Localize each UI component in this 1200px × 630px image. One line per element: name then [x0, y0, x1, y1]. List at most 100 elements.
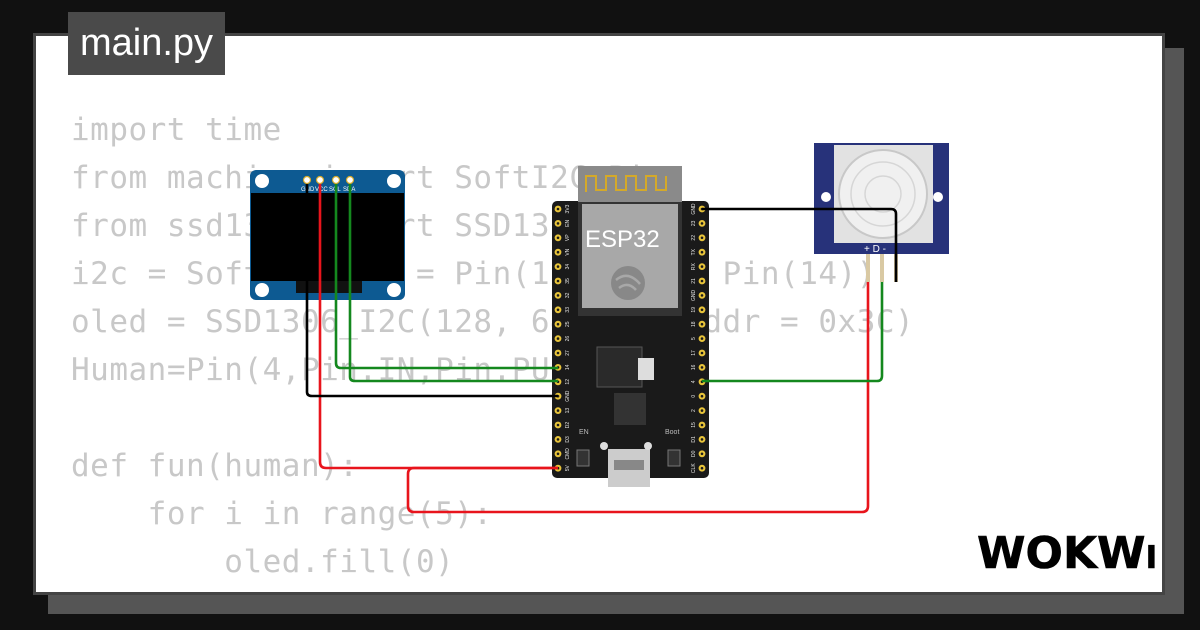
esp32-pin-label: 26: [565, 336, 571, 342]
esp32-pin-label: D3: [565, 436, 571, 443]
esp32-pin-label: TX: [691, 248, 697, 255]
esp32-pin-label: 16: [691, 364, 697, 370]
capacitor: [638, 358, 654, 380]
esp32-pin-hole: [700, 279, 704, 283]
oled-screen: [251, 193, 404, 281]
esp32-pin-label: 3V3: [565, 204, 571, 213]
pir-pin-d: [880, 254, 884, 282]
pir-mount-hole: [821, 192, 831, 202]
esp32-pin-label: 13: [565, 408, 571, 414]
wire-pir-gnd[interactable]: [702, 207, 898, 282]
esp32-pin-label: 25: [565, 321, 571, 327]
esp32-pin-hole: [700, 322, 704, 326]
esp32-pin-hole: [700, 250, 704, 254]
esp32-pin-hole: [556, 294, 560, 297]
esp32-pin-label: CLK: [691, 463, 697, 473]
esp32-pin-label: GND: [565, 390, 571, 402]
esp32-pin-hole: [700, 409, 704, 412]
voltage-regulator: [596, 346, 643, 388]
esp32-pin-label: VP: [565, 234, 571, 241]
esp32-pin-label: GND: [691, 289, 697, 301]
pir-dome-ring: [864, 175, 902, 213]
esp32-pin-hole: [556, 265, 560, 268]
file-tab[interactable]: main.py: [68, 12, 226, 75]
wire-oled-vcc[interactable]: [318, 180, 558, 470]
esp32-pin-label: 22: [691, 235, 697, 241]
oled-ribbon: [296, 281, 362, 293]
esp32-pin-label: 35: [565, 278, 571, 284]
esp32-pin-label: 18: [691, 321, 697, 327]
oled-pin-scl[interactable]: [331, 175, 341, 185]
esp32-pin-hole: [556, 409, 560, 412]
oled-pin-gnd[interactable]: [302, 175, 312, 185]
esp32-pin-hole: [556, 337, 560, 340]
esp32-pin-hole: [700, 366, 704, 369]
wires: [305, 180, 898, 514]
oled-pin-label-vcc: VCC: [315, 187, 328, 193]
esp32-pin-label: GND: [691, 203, 697, 215]
oled-mount-hole: [255, 174, 269, 188]
wire-oled-sda[interactable]: [348, 180, 558, 383]
esp32-pin-label: CMD: [565, 448, 571, 460]
oled-pin-vcc[interactable]: [315, 175, 325, 185]
code-line-5: oled = SSD1306_I2C(128, 64, i2c,addr = 0…: [71, 304, 915, 340]
esp32-pin-label: 33: [565, 307, 571, 313]
esp32-pin-label: 15: [691, 422, 697, 428]
pir-dome-ring: [850, 161, 916, 227]
esp32-pin-label: 5: [691, 337, 697, 340]
esp32-pin-hole: [556, 423, 560, 427]
esp32-pin-hole: [556, 351, 560, 355]
pir-mount-hole: [933, 192, 943, 202]
en-button[interactable]: [576, 449, 590, 467]
esp32-pin-hole: [700, 394, 704, 398]
esp32-pin-label: 34: [565, 264, 571, 270]
oled-mount-hole: [387, 174, 401, 188]
oled-pin-sda[interactable]: [345, 175, 355, 185]
esp32-pin-label: EN: [565, 220, 571, 227]
esp32-pin-label: 23: [691, 220, 697, 226]
esp32-pin-hole: [700, 466, 704, 470]
boot-button-label: Boot: [665, 429, 679, 436]
esp32-pin-hole: [556, 222, 560, 225]
esp32-pin-label: 27: [565, 350, 571, 356]
boot-button[interactable]: [667, 449, 681, 467]
esp32-pin-label: 0: [691, 395, 697, 398]
espressif-logo-mark: [615, 274, 641, 291]
esp32-pin-hole: [556, 279, 560, 283]
wokwi-logo: WOKWi: [977, 528, 1155, 580]
esp32-pin-label: 2: [691, 409, 697, 412]
oled-display[interactable]: GND VCC SCL SDA: [250, 170, 405, 300]
usb-mount: [600, 442, 608, 450]
esp32-board[interactable]: ESP32 EN Boot 3V3ENVPVN34353233252627141…: [552, 166, 709, 487]
oled-mount-hole: [387, 283, 401, 297]
wire-pir-vcc[interactable]: [406, 282, 870, 514]
esp32-pin-hole: [556, 308, 560, 312]
esp32-pin-hole: [556, 250, 560, 254]
wire-oled-gnd[interactable]: [305, 180, 558, 398]
esp32-pin-label: 12: [565, 379, 571, 385]
usb-mount: [644, 442, 652, 450]
wire-oled-scl[interactable]: [334, 180, 558, 370]
esp32-pin-label: D0: [691, 450, 697, 457]
esp32-pin-hole: [700, 265, 704, 268]
oled-mount-hole: [255, 283, 269, 297]
pir-dome: [838, 149, 928, 239]
wokwi-logo-text: WOKWi: [977, 528, 1155, 579]
esp32-pin-label: RX: [691, 262, 697, 270]
pir-pin-labels: + D -: [864, 244, 886, 255]
esp32-label: ESP32: [585, 226, 660, 253]
esp32-pin-hole: [556, 207, 560, 211]
esp32-pin-hole: [700, 337, 704, 340]
esp32-pin-hole: [700, 351, 704, 355]
esp32-pin-label: 21: [691, 278, 697, 284]
esp32-pin-label: 19: [691, 307, 697, 313]
wire-pir-signal[interactable]: [702, 282, 884, 383]
esp32-pin-label: 4: [691, 380, 697, 383]
esp32-pin-hole: [556, 322, 560, 326]
esp32-pin-hole: [556, 452, 560, 456]
esp32-left-header: 3V3ENVPVN343532332526271412GND13D2D3CMD5…: [554, 204, 571, 472]
pir-motion-sensor[interactable]: + D -: [814, 143, 949, 282]
esp32-pin-label: 5V: [565, 464, 571, 471]
